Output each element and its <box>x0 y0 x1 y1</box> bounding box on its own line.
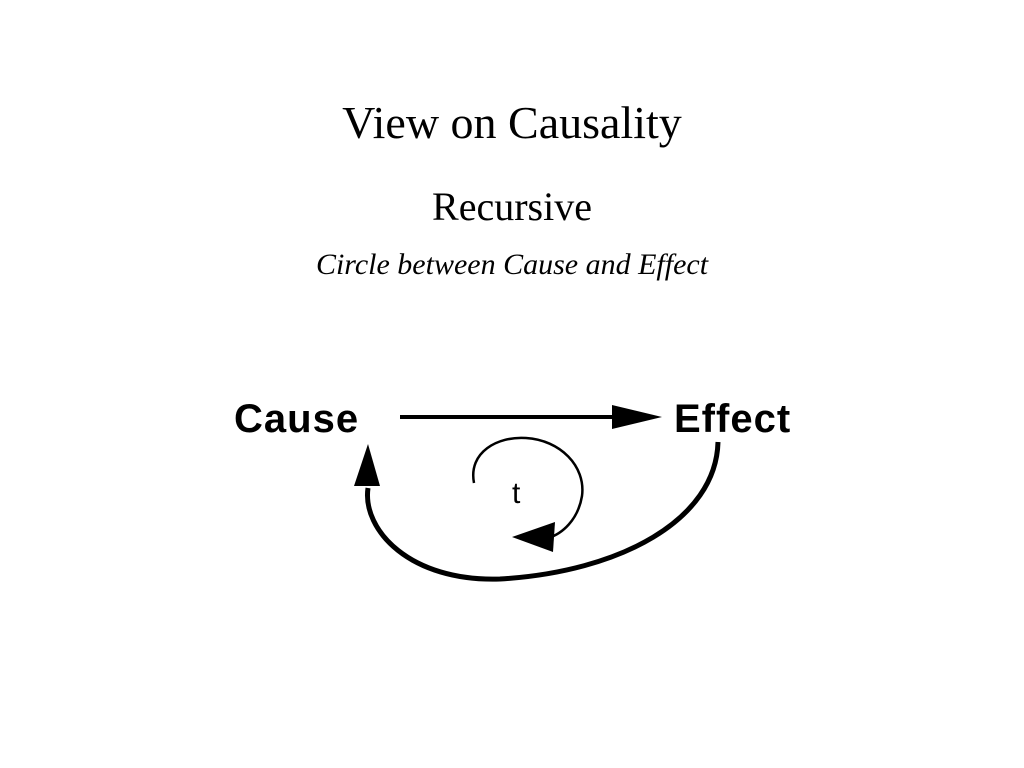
page-caption: Circle between Cause and Effect <box>315 248 709 281</box>
effect-to-cause-arrow <box>354 441 721 582</box>
page-title: View on Causality <box>342 97 682 148</box>
recursion-loop-arrow <box>471 436 584 552</box>
cause-to-effect-arrow <box>400 405 662 429</box>
page-subtitle: Recursive <box>432 184 592 229</box>
effect-node-label: Effect <box>674 397 791 441</box>
cause-node-label: Cause <box>234 397 359 441</box>
loop-time-label: t <box>512 477 521 510</box>
